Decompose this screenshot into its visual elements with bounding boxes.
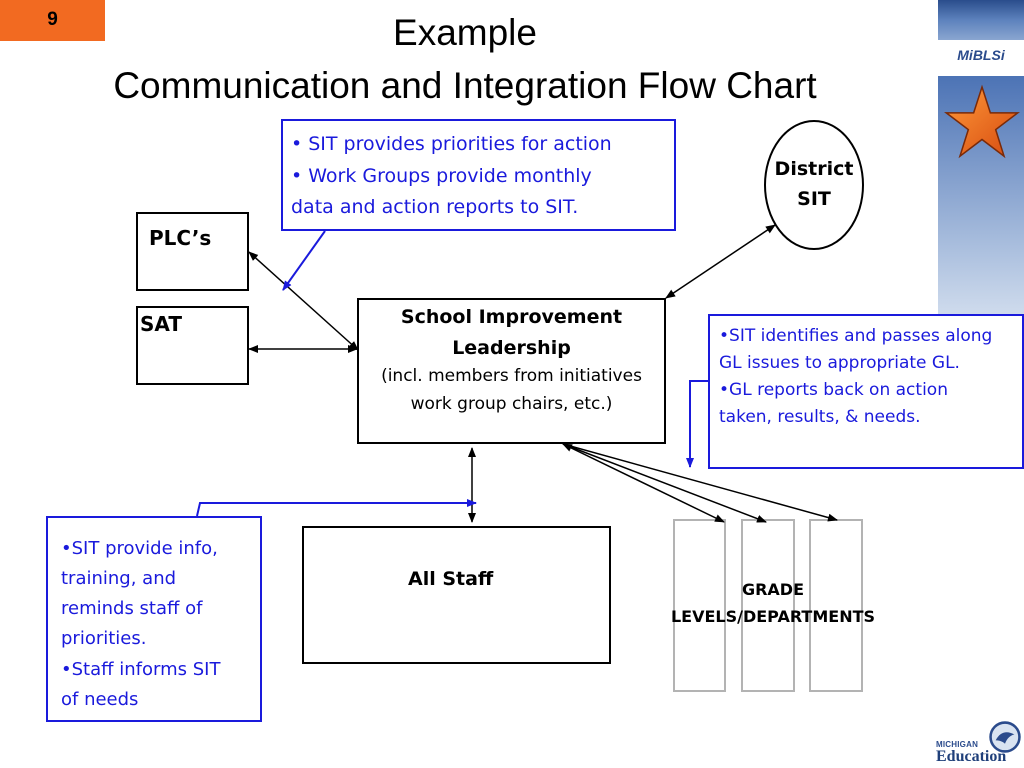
title-line-2: Communication and Integration Flow Chart bbox=[113, 65, 817, 106]
sil-detail-2: work group chairs, etc.) bbox=[410, 394, 613, 414]
callout-line: taken, results, & needs. bbox=[719, 407, 921, 427]
star-icon bbox=[944, 84, 1020, 159]
callout-line: priorities. bbox=[61, 628, 147, 649]
callout-line: GL issues to appropriate GL. bbox=[719, 353, 960, 373]
michigan-seal-icon bbox=[989, 721, 1021, 753]
callout-line: •GL reports back on action bbox=[719, 380, 948, 400]
callout-line: •SIT provide info, bbox=[61, 538, 218, 559]
callout-line: • SIT provides priorities for action bbox=[291, 133, 612, 155]
callout-sit-priorities: • SIT provides priorities for action • W… bbox=[281, 119, 676, 231]
logo-michigan: MICHIGAN bbox=[936, 740, 979, 749]
sil-detail-1: (incl. members from initiatives bbox=[381, 366, 642, 386]
sat-label: SAT bbox=[140, 312, 182, 336]
callout-line: of needs bbox=[61, 689, 139, 710]
logo-stripe bbox=[938, 40, 1024, 76]
plcs-label: PLC’s bbox=[149, 226, 212, 250]
all-staff-label: All Staff bbox=[408, 568, 494, 590]
sil-title-1: School Improvement bbox=[400, 306, 623, 328]
callout-pointer-right bbox=[686, 380, 708, 468]
callout-pointer-left bbox=[196, 499, 477, 517]
school-improvement-node: School Improvement Leadership (incl. mem… bbox=[357, 298, 666, 444]
district-sit-label-1: District bbox=[774, 158, 854, 180]
grade-levels-label-2: LEVELS/DEPARTMENTS bbox=[670, 607, 876, 626]
callout-line: •Staff informs SIT bbox=[61, 659, 221, 680]
connector-sil-gl3 bbox=[562, 443, 838, 522]
title-line-1: Example bbox=[393, 12, 537, 53]
page-number-badge: 9 bbox=[0, 0, 105, 41]
grade-level-column bbox=[809, 519, 863, 692]
plcs-node: PLC’s bbox=[136, 212, 249, 291]
grade-level-column bbox=[741, 519, 795, 692]
connector-district-sil bbox=[665, 224, 776, 299]
grade-level-column bbox=[673, 519, 726, 692]
callout-line: training, and bbox=[61, 568, 177, 589]
callout-line: reminds staff of bbox=[61, 598, 203, 619]
grade-levels-label-1: GRADE bbox=[741, 580, 805, 599]
michigan-education-logo: MICHIGAN Education bbox=[932, 718, 1024, 768]
connector-sil-gl1 bbox=[562, 443, 725, 523]
district-sit-label-2: SIT bbox=[797, 188, 831, 210]
callout-line: data and action reports to SIT. bbox=[291, 196, 579, 218]
callout-staff-info: •SIT provide info, training, and reminds… bbox=[46, 516, 262, 722]
connector-sil-gl2 bbox=[562, 443, 767, 523]
sil-title-2: Leadership bbox=[452, 337, 571, 359]
miblsi-logo: MiBLSi bbox=[957, 47, 1005, 63]
district-sit-node bbox=[764, 120, 864, 250]
callout-gl-issues: •SIT identifies and passes along GL issu… bbox=[708, 314, 1024, 469]
all-staff-node: All Staff bbox=[302, 526, 611, 664]
connector-plcs-sil bbox=[248, 251, 359, 351]
callout-line: • Work Groups provide monthly bbox=[291, 165, 592, 187]
logo-education: Education bbox=[936, 748, 1007, 765]
callout-line: •SIT identifies and passes along bbox=[719, 326, 993, 346]
callout-pointer-top bbox=[282, 230, 326, 291]
sat-node: SAT bbox=[136, 306, 249, 385]
